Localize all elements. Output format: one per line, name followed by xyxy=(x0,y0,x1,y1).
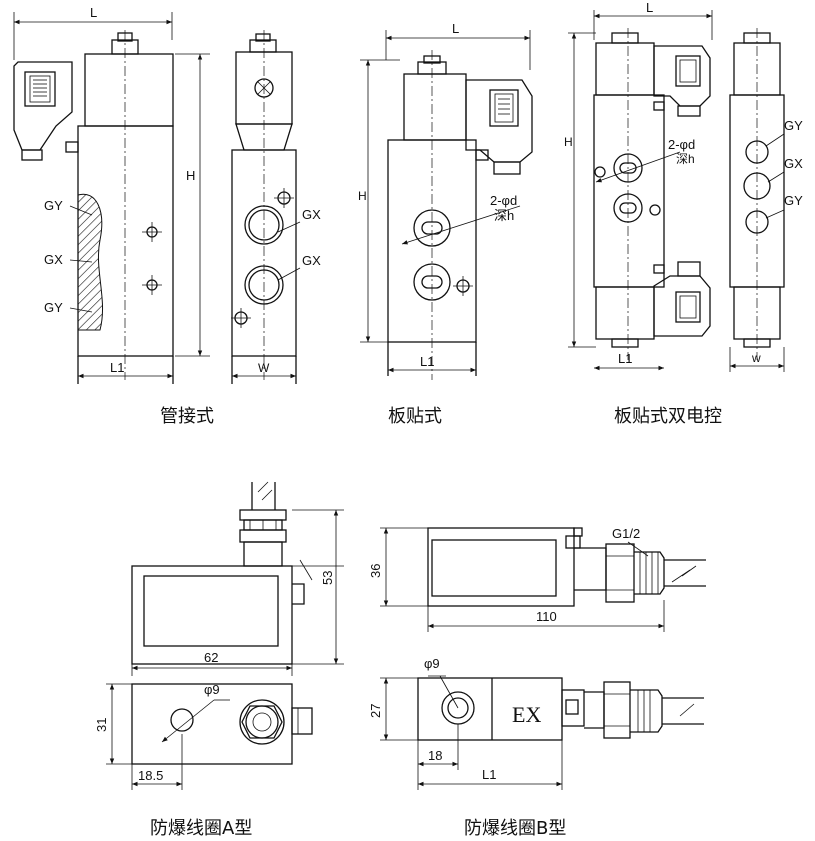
dim-H-label: H xyxy=(186,168,195,183)
double-dim-H-label: H xyxy=(564,135,573,149)
side-GX-bottom-label: GX xyxy=(302,253,321,268)
dim-110-label: 110 xyxy=(536,609,557,624)
port-GY-bottom-label: GY xyxy=(44,300,63,315)
plate-dim-L-label: L xyxy=(452,21,459,36)
dim-18-5-label: 18.5 xyxy=(138,768,163,783)
double-bore-label: 2-φd xyxy=(668,137,695,152)
caption-pipe-type: 管接式 xyxy=(160,406,214,427)
plate-dim-H-label: H xyxy=(358,189,367,203)
double-side-GX-label: GX xyxy=(784,156,803,171)
dim-31-label: 31 xyxy=(94,718,109,732)
caption-ex-coil-a: 防爆线圈A型 xyxy=(150,818,253,839)
G1-2-label: G1/2 xyxy=(612,526,640,541)
dim-53-label: 53 xyxy=(320,571,335,585)
double-side-GY-bottom-label: GY xyxy=(784,193,803,208)
plate-bore-label: 2-φd xyxy=(490,193,517,208)
dim-36-label: 36 xyxy=(368,564,383,578)
plate-depth-label: 深h xyxy=(494,208,514,223)
ex-coil-A-front-view: φ9 31 18.5 xyxy=(94,682,313,790)
pipe-type-front-view: L GY GX GY xyxy=(13,5,210,384)
double-depth-label: 深h xyxy=(676,152,695,166)
double-dim-L1-label: L1 xyxy=(618,351,632,366)
caption-plate-type: 板贴式 xyxy=(388,406,442,427)
plate-type-view: L 2-φd 深h H L1 xyxy=(358,21,533,380)
dim-W-label: W xyxy=(258,361,270,375)
side-GX-top-label: GX xyxy=(302,207,321,222)
plate-dim-L1-label: L1 xyxy=(420,354,434,369)
plate-double-front-view: L 2-φd 深h H L1 xyxy=(564,0,713,371)
dim-18-label: 18 xyxy=(428,748,442,763)
pipe-type-side-view: GX GX W xyxy=(231,30,321,384)
double-dim-L-label: L xyxy=(646,0,653,15)
B-dim-L1-label: L1 xyxy=(482,767,496,782)
ex-marking: EX xyxy=(512,702,541,727)
double-side-GY-top-label: GY xyxy=(784,118,803,133)
dim-27-label: 27 xyxy=(368,704,383,718)
ex-coil-A-top-view: 53 62 xyxy=(131,481,344,676)
double-dim-w-label: w xyxy=(751,351,761,365)
port-GY-top-label: GY xyxy=(44,198,63,213)
B-phi9-label: φ9 xyxy=(424,656,440,671)
port-GX-label: GX xyxy=(44,252,63,267)
plate-double-side-view: GY GX GY w xyxy=(729,28,803,372)
dim-62-label: 62 xyxy=(204,650,218,665)
caption-plate-double: 板贴式双电控 xyxy=(614,406,722,427)
A-phi9-label: φ9 xyxy=(204,682,220,697)
dim-L-label: L xyxy=(90,5,97,20)
dim-L1-label: L1 xyxy=(110,360,124,375)
ex-coil-B-front-view: φ9 EX 27 18 L1 xyxy=(368,656,704,790)
ex-coil-B-top-view: G1/2 36 110 xyxy=(368,526,706,632)
caption-ex-coil-b: 防爆线圈B型 xyxy=(464,818,567,839)
